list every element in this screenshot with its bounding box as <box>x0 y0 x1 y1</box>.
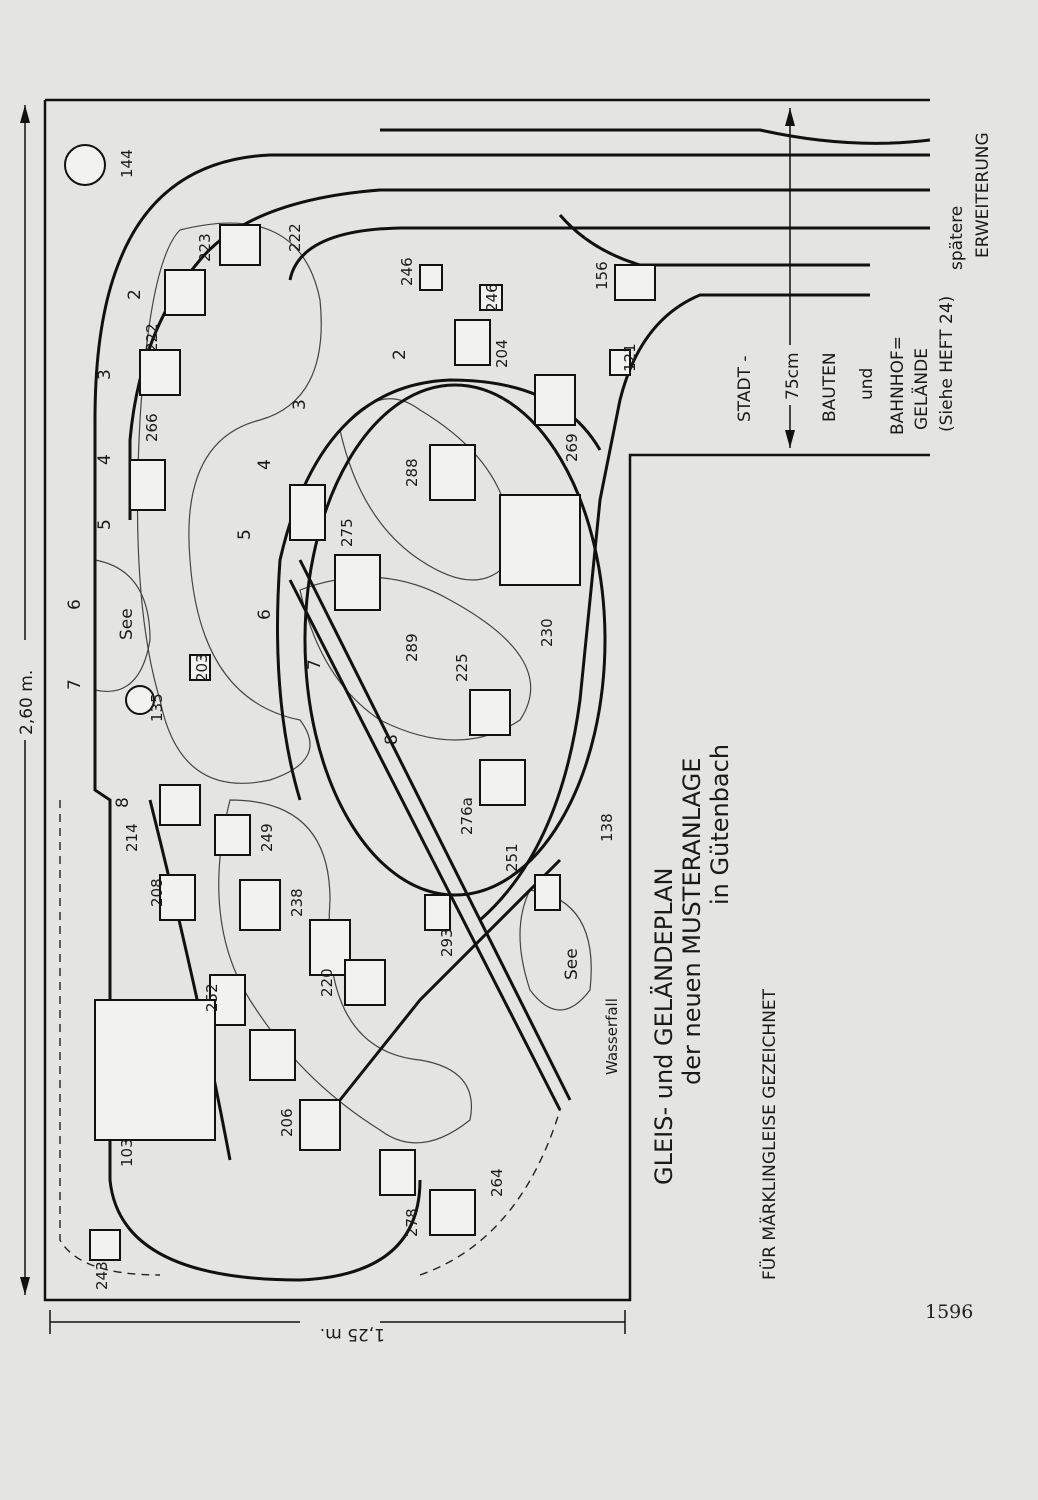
track-marker: 7 <box>65 679 85 690</box>
title-line-3: in Gütenbach <box>706 744 734 905</box>
label: 203 <box>193 653 211 682</box>
label: 269 <box>563 433 581 462</box>
buildings <box>64 144 656 1261</box>
waterfall-label: Wasserfall <box>603 998 621 1075</box>
track-marker: 5 <box>235 529 255 540</box>
label: 214 <box>123 823 141 852</box>
label: 293 <box>438 928 456 957</box>
label: 252 <box>203 983 221 1012</box>
track-marker: 2 <box>390 349 410 360</box>
width-label: 1,25 m. <box>320 1324 385 1344</box>
building-labels: 144 223 222 222 246 246 156 121 204 269 … <box>93 149 639 1290</box>
label: 246 <box>483 283 501 312</box>
track-marker: 2 <box>125 289 145 300</box>
label: 208 <box>148 878 166 907</box>
lake-label: See <box>117 608 137 640</box>
label: 222 <box>143 323 161 352</box>
track-markers: 2 3 4 5 6 7 2 3 4 5 6 7 8 <box>65 289 410 808</box>
note-city: STADT - <box>735 356 755 423</box>
label: 135 <box>148 693 166 722</box>
label: 156 <box>593 261 611 290</box>
title-line-2: der neuen MUSTERANLAGE <box>678 758 706 1085</box>
label: 220 <box>318 968 336 997</box>
page-number: 1596 <box>925 1301 973 1323</box>
track-marker: 8 <box>113 797 133 808</box>
track-marker: 5 <box>95 519 115 530</box>
label: 223 <box>196 233 214 262</box>
track-marker: 6 <box>255 609 275 620</box>
note-grounds: GELÄNDE <box>911 348 932 430</box>
label: 225 <box>453 653 471 682</box>
label: 103 <box>118 1138 136 1167</box>
title-line-1: GLEIS- und GELÄNDEPLAN <box>649 868 678 1185</box>
note-buildings: BAUTEN <box>820 352 840 422</box>
label: 144 <box>118 149 136 178</box>
label: 121 <box>621 343 639 372</box>
label: 289 <box>403 633 421 662</box>
label: 278 <box>403 1208 421 1237</box>
dimension-length: 2,60 m. <box>14 105 37 1295</box>
label: 249 <box>258 823 276 852</box>
note-station: BAHNHOF= <box>888 336 908 435</box>
label: 238 <box>288 888 306 917</box>
label: 243 <box>93 1261 111 1290</box>
track-marker: 4 <box>255 459 275 470</box>
label: 230 <box>538 618 556 647</box>
label: 275 <box>338 518 356 547</box>
track-marker: 4 <box>95 454 115 465</box>
note-reference: (Siehe HEFT 24) <box>937 296 957 432</box>
label: 8 <box>382 734 402 745</box>
lake-label: See <box>562 948 582 980</box>
note-later: spätere <box>947 206 967 270</box>
note-extension: ERWEITERUNG <box>973 132 993 258</box>
dimension-width: 1,25 m. <box>49 1310 626 1344</box>
board-outline <box>43 98 930 1302</box>
label: 138 <box>598 813 616 842</box>
label: 288 <box>403 458 421 487</box>
extension-note: STADT - 75cm BAUTEN und BAHNHOF= GELÄNDE… <box>735 132 993 435</box>
label: 246 <box>398 257 416 286</box>
track-marker: 3 <box>95 369 115 380</box>
subtitle: FÜR MÄRKLINGLEISE GEZEICHNET <box>758 988 780 1280</box>
label: 276a <box>458 797 476 835</box>
track-marker: 3 <box>290 399 310 410</box>
title-block: GLEIS- und GELÄNDEPLAN der neuen MUSTERA… <box>649 744 780 1280</box>
extension-width-label: 75cm <box>783 352 803 400</box>
label: 251 <box>503 843 521 872</box>
track-marker: 7 <box>305 659 325 670</box>
label: 264 <box>488 1168 506 1197</box>
track-marker: 6 <box>65 599 85 610</box>
label: 204 <box>493 339 511 368</box>
label: 266 <box>143 413 161 442</box>
length-label: 2,60 m. <box>17 670 37 735</box>
note-and: und <box>857 368 877 400</box>
label: 206 <box>278 1108 296 1137</box>
label: 222 <box>286 223 304 252</box>
